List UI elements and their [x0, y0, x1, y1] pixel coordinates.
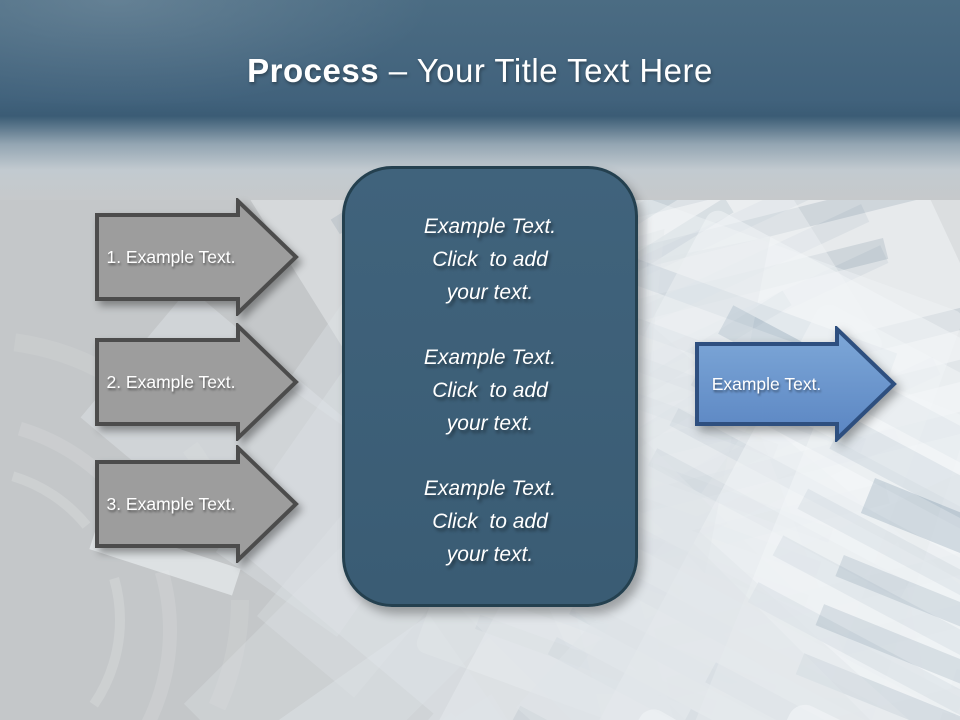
process-step-arrow-1[interactable]: 1. Example Text. [94, 198, 304, 316]
process-step-arrow-3[interactable]: 3. Example Text. [94, 445, 304, 563]
center-text-panel[interactable]: Example Text. Click to add your text. Ex… [342, 166, 638, 607]
step-arrow-shape [95, 445, 299, 563]
placeholder-text-block-2[interactable]: Example Text. Click to add your text. [423, 346, 557, 435]
process-step-label-3: 3. Example Text. [106, 493, 236, 514]
process-step-arrow-2[interactable]: 2. Example Text. [94, 323, 304, 441]
process-step-label-1: 1. Example Text. [106, 246, 236, 267]
slide-title[interactable]: Process – Your Title Text Here [0, 52, 960, 90]
result-arrow[interactable]: Example Text. [694, 326, 899, 442]
title-keyword: Process [247, 52, 380, 89]
placeholder-text-block-3[interactable]: Example Text. Click to add your text. [423, 477, 557, 566]
result-arrow-shape [695, 326, 897, 442]
placeholder-text-block-1[interactable]: Example Text. Click to add your text. [423, 215, 557, 304]
process-step-label-2: 2. Example Text. [106, 371, 236, 392]
title-rest: – Your Title Text Here [379, 52, 713, 89]
result-arrow-label: Example Text. [711, 373, 822, 394]
step-arrow-shape [95, 198, 299, 316]
step-arrow-shape [95, 323, 299, 441]
